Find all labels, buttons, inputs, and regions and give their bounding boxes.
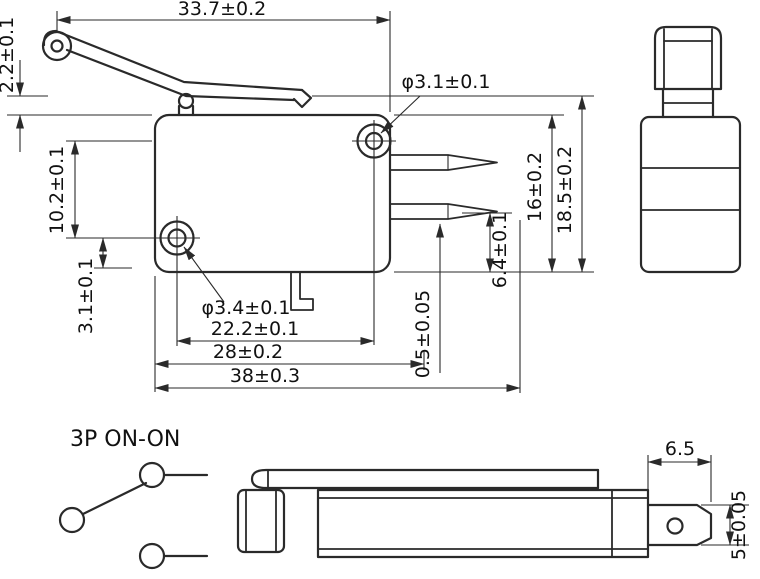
dim-hole-vertical-spacing: 10.2±0.1 — [46, 140, 152, 239]
bottom-view-lever — [250, 468, 600, 490]
dim-body-length: 28±0.2 — [154, 276, 425, 392]
dim-terminal-width-label: 5±0.05 — [728, 490, 750, 560]
dim-hole-horizontal-spacing-label: 22.2±0.1 — [211, 318, 299, 340]
schematic-lever-line — [81, 481, 148, 516]
dim-hole-edge-offset: 3.1±0.1 — [75, 237, 132, 334]
terminal-lower — [389, 203, 498, 220]
dim-hole-top-diameter-label: φ3.1±0.1 — [402, 71, 491, 93]
dim-lever-height: 2.2±0.1 — [0, 17, 152, 152]
dim-hole-edge-offset-label: 3.1±0.1 — [75, 258, 97, 334]
plunger-tip — [177, 92, 195, 110]
dim-lever-length: 33.7±0.2 — [56, 0, 391, 112]
bottom-view: 6.5 5±0.05 — [236, 438, 750, 560]
bottom-view-terminal-blade — [646, 503, 713, 547]
terminal-bottom — [290, 272, 314, 311]
dim-hole-vertical-spacing-label: 10.2±0.1 — [46, 146, 68, 234]
schematic: 3P ON-ON — [58, 427, 209, 570]
schematic-common-terminal — [58, 506, 86, 534]
end-view-body — [639, 115, 742, 274]
dim-overall-length: 38±0.3 — [154, 220, 521, 393]
dim-hole-bottom-diameter: φ3.4±0.1 — [183, 246, 291, 319]
terminal-upper — [389, 154, 498, 171]
dim-terminal-thickness-label: 0.5±0.05 — [412, 290, 434, 378]
bottom-view-roller — [236, 488, 286, 554]
dim-lever-height-label: 2.2±0.1 — [0, 17, 18, 93]
dim-hole-bottom-diameter-label: φ3.4±0.1 — [202, 297, 291, 319]
dim-terminal-length: 6.5 — [647, 438, 712, 502]
bottom-view-body — [316, 488, 650, 559]
end-view-roller — [653, 25, 723, 91]
plunger — [177, 92, 195, 117]
dim-body-height: 16±0.2 — [394, 114, 564, 273]
end-view — [639, 25, 742, 274]
dim-terminal-position-label: 6.4±0.1 — [489, 212, 511, 288]
schematic-label: 3P ON-ON — [70, 427, 180, 452]
dim-terminal-width: 5±0.05 — [701, 490, 750, 560]
roller-pin — [50, 39, 64, 53]
switch-body — [153, 113, 392, 274]
dim-hole-horizontal-spacing: 22.2±0.1 — [176, 318, 375, 345]
dim-terminal-length-label: 6.5 — [665, 438, 695, 460]
dim-lever-length-label: 33.7±0.2 — [178, 0, 266, 20]
dim-terminal-position: 6.4±0.1 — [462, 212, 512, 288]
dim-overall-height-label: 18.5±0.2 — [554, 146, 576, 234]
dim-terminal-thickness: 0.5±0.05 — [412, 223, 444, 378]
mounting-hole-top — [352, 120, 396, 345]
dimensions: 33.7±0.2 2.2±0.1 10.2±0.1 3.1±0.1 φ3.1±0… — [0, 0, 594, 393]
end-view-bracket — [661, 87, 715, 119]
mounting-hole-bottom — [66, 216, 200, 346]
terminal-hole — [666, 517, 684, 535]
lever-tip-hook — [292, 88, 313, 109]
dim-overall-height: 18.5±0.2 — [312, 95, 594, 273]
dim-body-height-label: 16±0.2 — [524, 152, 546, 222]
dim-body-length-label: 28±0.2 — [213, 341, 283, 363]
dim-overall-length-label: 38±0.3 — [230, 365, 300, 387]
